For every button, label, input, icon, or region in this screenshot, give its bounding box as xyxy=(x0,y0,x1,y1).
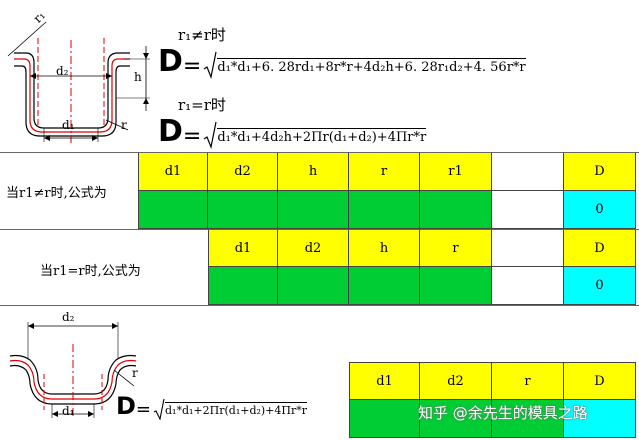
condition-r1-neq-r: r₁≠r时 xyxy=(178,26,226,44)
row2-header-d1: d1 xyxy=(208,230,278,267)
row2-header-d2: d2 xyxy=(278,230,349,267)
row1-header-h: h xyxy=(278,153,349,191)
row2-result-D: 0 xyxy=(564,267,636,305)
row2-header-D: D xyxy=(564,230,636,267)
cup-diagram-1 xyxy=(7,21,150,143)
row1-empty-header xyxy=(492,153,564,191)
bottom-result-D xyxy=(564,400,636,438)
bottom-header-d1: d1 xyxy=(349,362,420,400)
row1-empty-value xyxy=(492,191,564,229)
row1-label: 当r1≠r时,公式为 xyxy=(6,186,107,201)
sqrt-icon xyxy=(204,121,217,149)
row1-header-r: r xyxy=(349,153,420,191)
watermark-text: 知乎 @余先生的模具之路 xyxy=(418,404,588,422)
row2-input-r[interactable] xyxy=(420,267,492,305)
formula-1-eq: = xyxy=(182,54,202,79)
formula-3-eq: = xyxy=(135,399,152,420)
grid-line-top xyxy=(0,152,639,153)
bottom-input-d2[interactable] xyxy=(420,400,492,438)
row1-input-h[interactable] xyxy=(278,191,349,229)
row2-input-d2[interactable] xyxy=(278,267,349,305)
diagram2-label-r: r xyxy=(132,366,138,380)
row2-input-h[interactable] xyxy=(349,267,420,305)
formula-2-D: D xyxy=(158,114,183,149)
diagram2-label-d2: d₂ xyxy=(62,310,75,324)
diagram1-label-d1: d₁ xyxy=(62,118,75,132)
row1-input-r[interactable] xyxy=(349,191,420,229)
bottom-input-r[interactable] xyxy=(492,400,564,438)
row2-input-d1[interactable] xyxy=(208,267,278,305)
formula-3: D = d₁*d₁+2Πr(d₁+d₂)+4Πr*r xyxy=(116,392,308,420)
bottom-input-d1[interactable] xyxy=(349,400,420,438)
row1-header-d1: d1 xyxy=(138,153,208,191)
row2-header-h: h xyxy=(349,230,420,267)
row2-header-r: r xyxy=(420,230,492,267)
formula-2-radicand: d₁*d₁+4d₂h+2Πr(d₁+d₂)+4Πr*r xyxy=(217,128,427,145)
bottom-header-r: r xyxy=(492,362,564,400)
row1-input-d2[interactable] xyxy=(208,191,278,229)
bottom-header-d2: d2 xyxy=(420,362,492,400)
diagram1-label-h: h xyxy=(134,70,142,84)
formula-3-D: D xyxy=(116,392,136,420)
diagram1-label-r: r xyxy=(121,118,127,132)
grid-line-bottom xyxy=(0,305,639,306)
row1-header-r1: r1 xyxy=(420,153,492,191)
diagram2-label-d1: d₁ xyxy=(62,404,75,418)
grid-line-mid xyxy=(0,229,639,230)
formula-2-eq: = xyxy=(182,124,202,149)
formula-1-radicand: d₁*d₁+6. 28rd₁+8r*r+4d₂h+6. 28r₁d₂+4. 56… xyxy=(217,58,526,75)
bottom-header-D: D xyxy=(564,362,636,400)
row1-result-D: 0 xyxy=(564,191,636,229)
row2-label: 当r1=r时,公式为 xyxy=(40,264,141,279)
row1-input-r1[interactable] xyxy=(420,191,492,229)
condition-r1-eq-r: r₁=r时 xyxy=(178,96,226,114)
cup-diagram-2 xyxy=(9,322,137,418)
row2-empty-header xyxy=(492,230,564,267)
diagram1-label-d2: d₂ xyxy=(56,64,69,78)
formula-1: D = d₁*d₁+6. 28rd₁+8r*r+4d₂h+6. 28r₁d₂+4… xyxy=(158,44,526,79)
row1-header-D: D xyxy=(564,153,636,191)
row2-empty-value xyxy=(492,267,564,305)
row1-input-d1[interactable] xyxy=(138,191,208,229)
sqrt-icon xyxy=(153,398,165,420)
formula-2: D = d₁*d₁+4d₂h+2Πr(d₁+d₂)+4Πr*r xyxy=(158,114,427,149)
formula-1-D: D xyxy=(158,44,183,79)
formula-3-radicand: d₁*d₁+2Πr(d₁+d₂)+4Πr*r xyxy=(165,402,308,417)
sqrt-icon xyxy=(204,51,217,79)
row1-header-d2: d2 xyxy=(208,153,278,191)
